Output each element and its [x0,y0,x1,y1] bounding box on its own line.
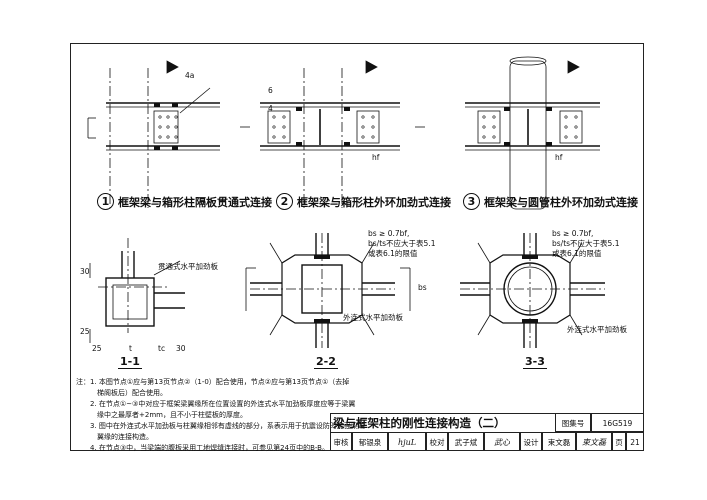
note-line: 梯阁板后）配合使用。 [76,389,167,397]
section-label-2-2: 2-2 [314,355,338,369]
rule-3-line3: 或表6.1的限值 [552,249,602,258]
label-through-stiffener: 贯通式水平加劲板 [158,262,218,271]
review-label: 审核 [330,432,352,451]
atlas-label: 图集号 [555,413,591,432]
designer-name: 束文磊 [542,432,576,451]
reviewer-signature: hjuL [388,432,426,451]
general-notes: 注：1. 本图节点①应与第13页节点②（1-0）配合使用，节点②应与第13页节点… [76,377,365,454]
note-line: 注：1. 本图节点①应与第13页节点②（1-0）配合使用，节点②应与第13页节点… [76,378,350,386]
section-label-3-3: 3-3 [523,355,547,369]
note-line: 3. 图中在外连式水平加劲板与柱翼缘相邻有虚线的部分，系表示用于抗震设防时加强梁… [76,422,365,430]
detail-1-elevation [87,60,220,208]
check-label: 校对 [426,432,448,451]
bolt-grid-2 [272,115,375,139]
section-1-1 [89,238,185,343]
rule-2-line1: bs ≥ 0.7bf, [368,229,410,238]
tag-4a: 4a [185,71,195,80]
dim-30-bottom: 30 [176,344,186,353]
caption-detail-3: 3 框架梁与圆管柱外环加劲式连接 [463,193,638,210]
detail-2-elevation [240,60,425,208]
section-3-3 [460,233,605,348]
design-label: 设计 [520,432,542,451]
tag-6: 6 [268,86,273,95]
atlas-number: 16G519 [591,413,644,432]
dim-hf-2: hf [372,153,380,162]
note-line: 翼缘的连接构造。 [76,433,153,441]
checker-name: 武子斌 [448,432,484,451]
detail-3-elevation [465,56,600,210]
drawing-title: 梁与框架柱的刚性连接构造（二） [330,413,555,432]
note-line: 缘中之最厚者+2mm，且不小于柱壁板的厚度。 [76,411,247,419]
bolt-grid-1 [158,115,178,139]
caption-detail-1: 1 框架梁与箱形柱隔板贯通式连接 [97,193,272,210]
rule-3-line2: bs/ts不应大于表5.1 [552,239,620,248]
label-outer-stiffener-2: 外连式水平加劲板 [343,313,403,322]
dim-bs-2: bs [418,283,427,292]
caption-detail-2: 2 框架梁与箱形柱外环加劲式连接 [276,193,451,210]
rule-3-line1: bs ≥ 0.7bf, [552,229,594,238]
rule-2-line2: bs/ts不应大于表5.1 [368,239,436,248]
checker-signature: 武心 [484,432,520,451]
dim-tc-bottom: tc [158,344,166,353]
designer-signature: 束文磊 [576,432,612,451]
dim-t-bottom: t [129,344,132,353]
reviewer-name: 郁银泉 [352,432,388,451]
section-2-2 [245,233,411,348]
dim-25-bottom: 25 [92,344,102,353]
note-line: 4. 在节点③中，当梁端的腹板采用工地焊缝连接时，可参见第24页中的B-B。 [76,444,329,452]
page-label: 页 [612,432,626,451]
dim-30-top: 30 [80,267,90,276]
note-line: 2. 在节点①~③中对应于框架梁翼缘所在位置设置的外连式水平加劲板厚度应等于梁翼 [76,400,356,408]
section-label-1-1: 1-1 [118,355,142,369]
page-number: 21 [626,432,644,451]
title-block: 梁与框架柱的刚性连接构造（二） 图集号 16G519 审核 郁银泉 hjuL 校… [330,413,644,451]
bolt-grid-3 [482,115,578,139]
dim-hf-3: hf [555,153,563,162]
drawing-graphics [87,56,605,348]
dim-25-side: 25 [80,327,90,336]
tag-4: 4 [268,104,273,113]
label-outer-stiffener-3: 外连式水平加劲板 [567,325,627,334]
rule-2-line3: 或表6.1的限值 [368,249,418,258]
